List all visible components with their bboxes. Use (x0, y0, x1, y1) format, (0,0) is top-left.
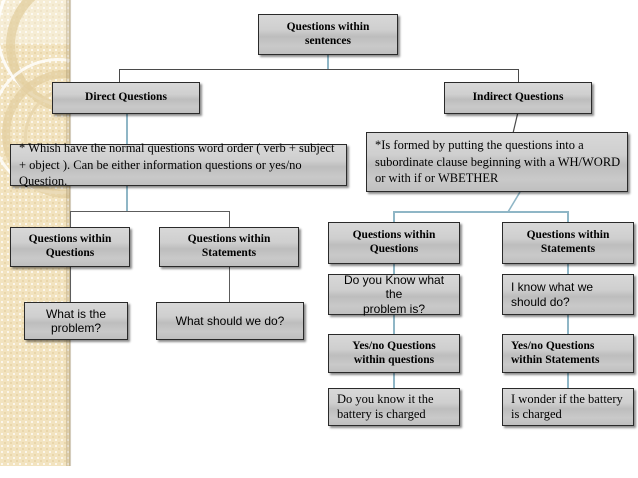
node-label: Do you know it the battery is charged (337, 392, 434, 421)
node-label: *Is formed by putting the questions into… (375, 138, 621, 186)
node-label: Questions within Statements (526, 229, 610, 255)
node-direct-questions-within-questions[interactable]: Questions within Questions (10, 227, 130, 267)
node-indirect-questions-within-questions[interactable]: Questions within Questions (328, 222, 460, 264)
node-indirect-qwq-yesno-example[interactable]: Do you know it the battery is charged (328, 388, 460, 426)
node-indirect-qwq-yesno-header[interactable]: Yes/no Questions within questions (328, 334, 460, 373)
connector-indirect-bus (393, 211, 569, 213)
node-label: Direct Questions (85, 91, 167, 104)
connector-desc-to-bus (126, 186, 128, 211)
connector-direct-left-drop (70, 211, 71, 227)
node-label: Do you Know what the problem is? (343, 273, 445, 316)
node-questions-within-sentences[interactable]: Questions within sentences (258, 14, 398, 55)
node-indirect-questions-within-statements[interactable]: Questions within Statements (502, 222, 634, 264)
connector-root-bus (119, 69, 519, 70)
node-label: Questions within Statements (187, 233, 271, 259)
node-label: Questions within sentences (286, 20, 370, 47)
node-indirect-qwq-example[interactable]: Do you Know what the problem is? (328, 273, 460, 316)
node-label: I wonder if the battery is charged (511, 392, 623, 421)
node-label: What is the problem? (45, 306, 107, 335)
connector-iqs-h-to-ex (567, 264, 569, 274)
node-indirect-qws-yesno-header[interactable]: Yes/no Questions within Statements (502, 334, 634, 373)
node-direct-questions[interactable]: Direct Questions (52, 82, 200, 114)
node-indirect-qws-example[interactable]: I know what we should do? (502, 274, 634, 315)
node-indirect-questions[interactable]: Indirect Questions (444, 82, 592, 114)
connector-dq-header-to-example (70, 267, 71, 302)
node-label: Questions within Questions (28, 233, 112, 259)
connector-root-stub (327, 55, 329, 70)
node-label: * Whish have the normal questions word o… (19, 141, 335, 189)
node-label: Questions within Questions (352, 229, 436, 255)
node-label: I know what we should do? (511, 280, 594, 309)
node-indirect-description[interactable]: *Is formed by putting the questions into… (366, 132, 628, 192)
connector-iqs-yn-to-ex (567, 373, 569, 388)
connector-iqq-ex-to-yn (393, 315, 395, 334)
node-label: Indirect Questions (472, 91, 564, 104)
node-direct-qwq-example[interactable]: What is the problem? (24, 302, 128, 340)
node-indirect-qws-yesno-example[interactable]: I wonder if the battery is charged (502, 388, 634, 426)
connector-iqq-h-to-ex (393, 264, 395, 274)
connector-direct-to-desc (126, 113, 128, 144)
node-direct-description[interactable]: * Whish have the normal questions word o… (10, 141, 347, 188)
node-direct-questions-within-statements[interactable]: Questions within Statements (159, 227, 299, 267)
node-direct-qws-example[interactable]: What should we do? (156, 302, 304, 340)
connector-indirect-desc-split (507, 191, 521, 213)
connector-to-direct (119, 69, 120, 82)
connector-iqs-ex-to-yn (567, 315, 569, 334)
connector-indirect-left-drop (393, 211, 395, 227)
connector-iqq-yn-to-ex (393, 373, 395, 388)
connector-indirect-right-drop (567, 211, 569, 227)
node-label: What should we do? (175, 313, 285, 328)
connector-direct-bus (70, 211, 230, 212)
node-label: Yes/no Questions within Statements (511, 339, 600, 366)
connector-direct-right-drop (229, 211, 230, 227)
connector-ds-header-to-example (229, 267, 230, 302)
connector-to-indirect (518, 69, 519, 82)
node-label: Yes/no Questions within questions (352, 339, 436, 366)
